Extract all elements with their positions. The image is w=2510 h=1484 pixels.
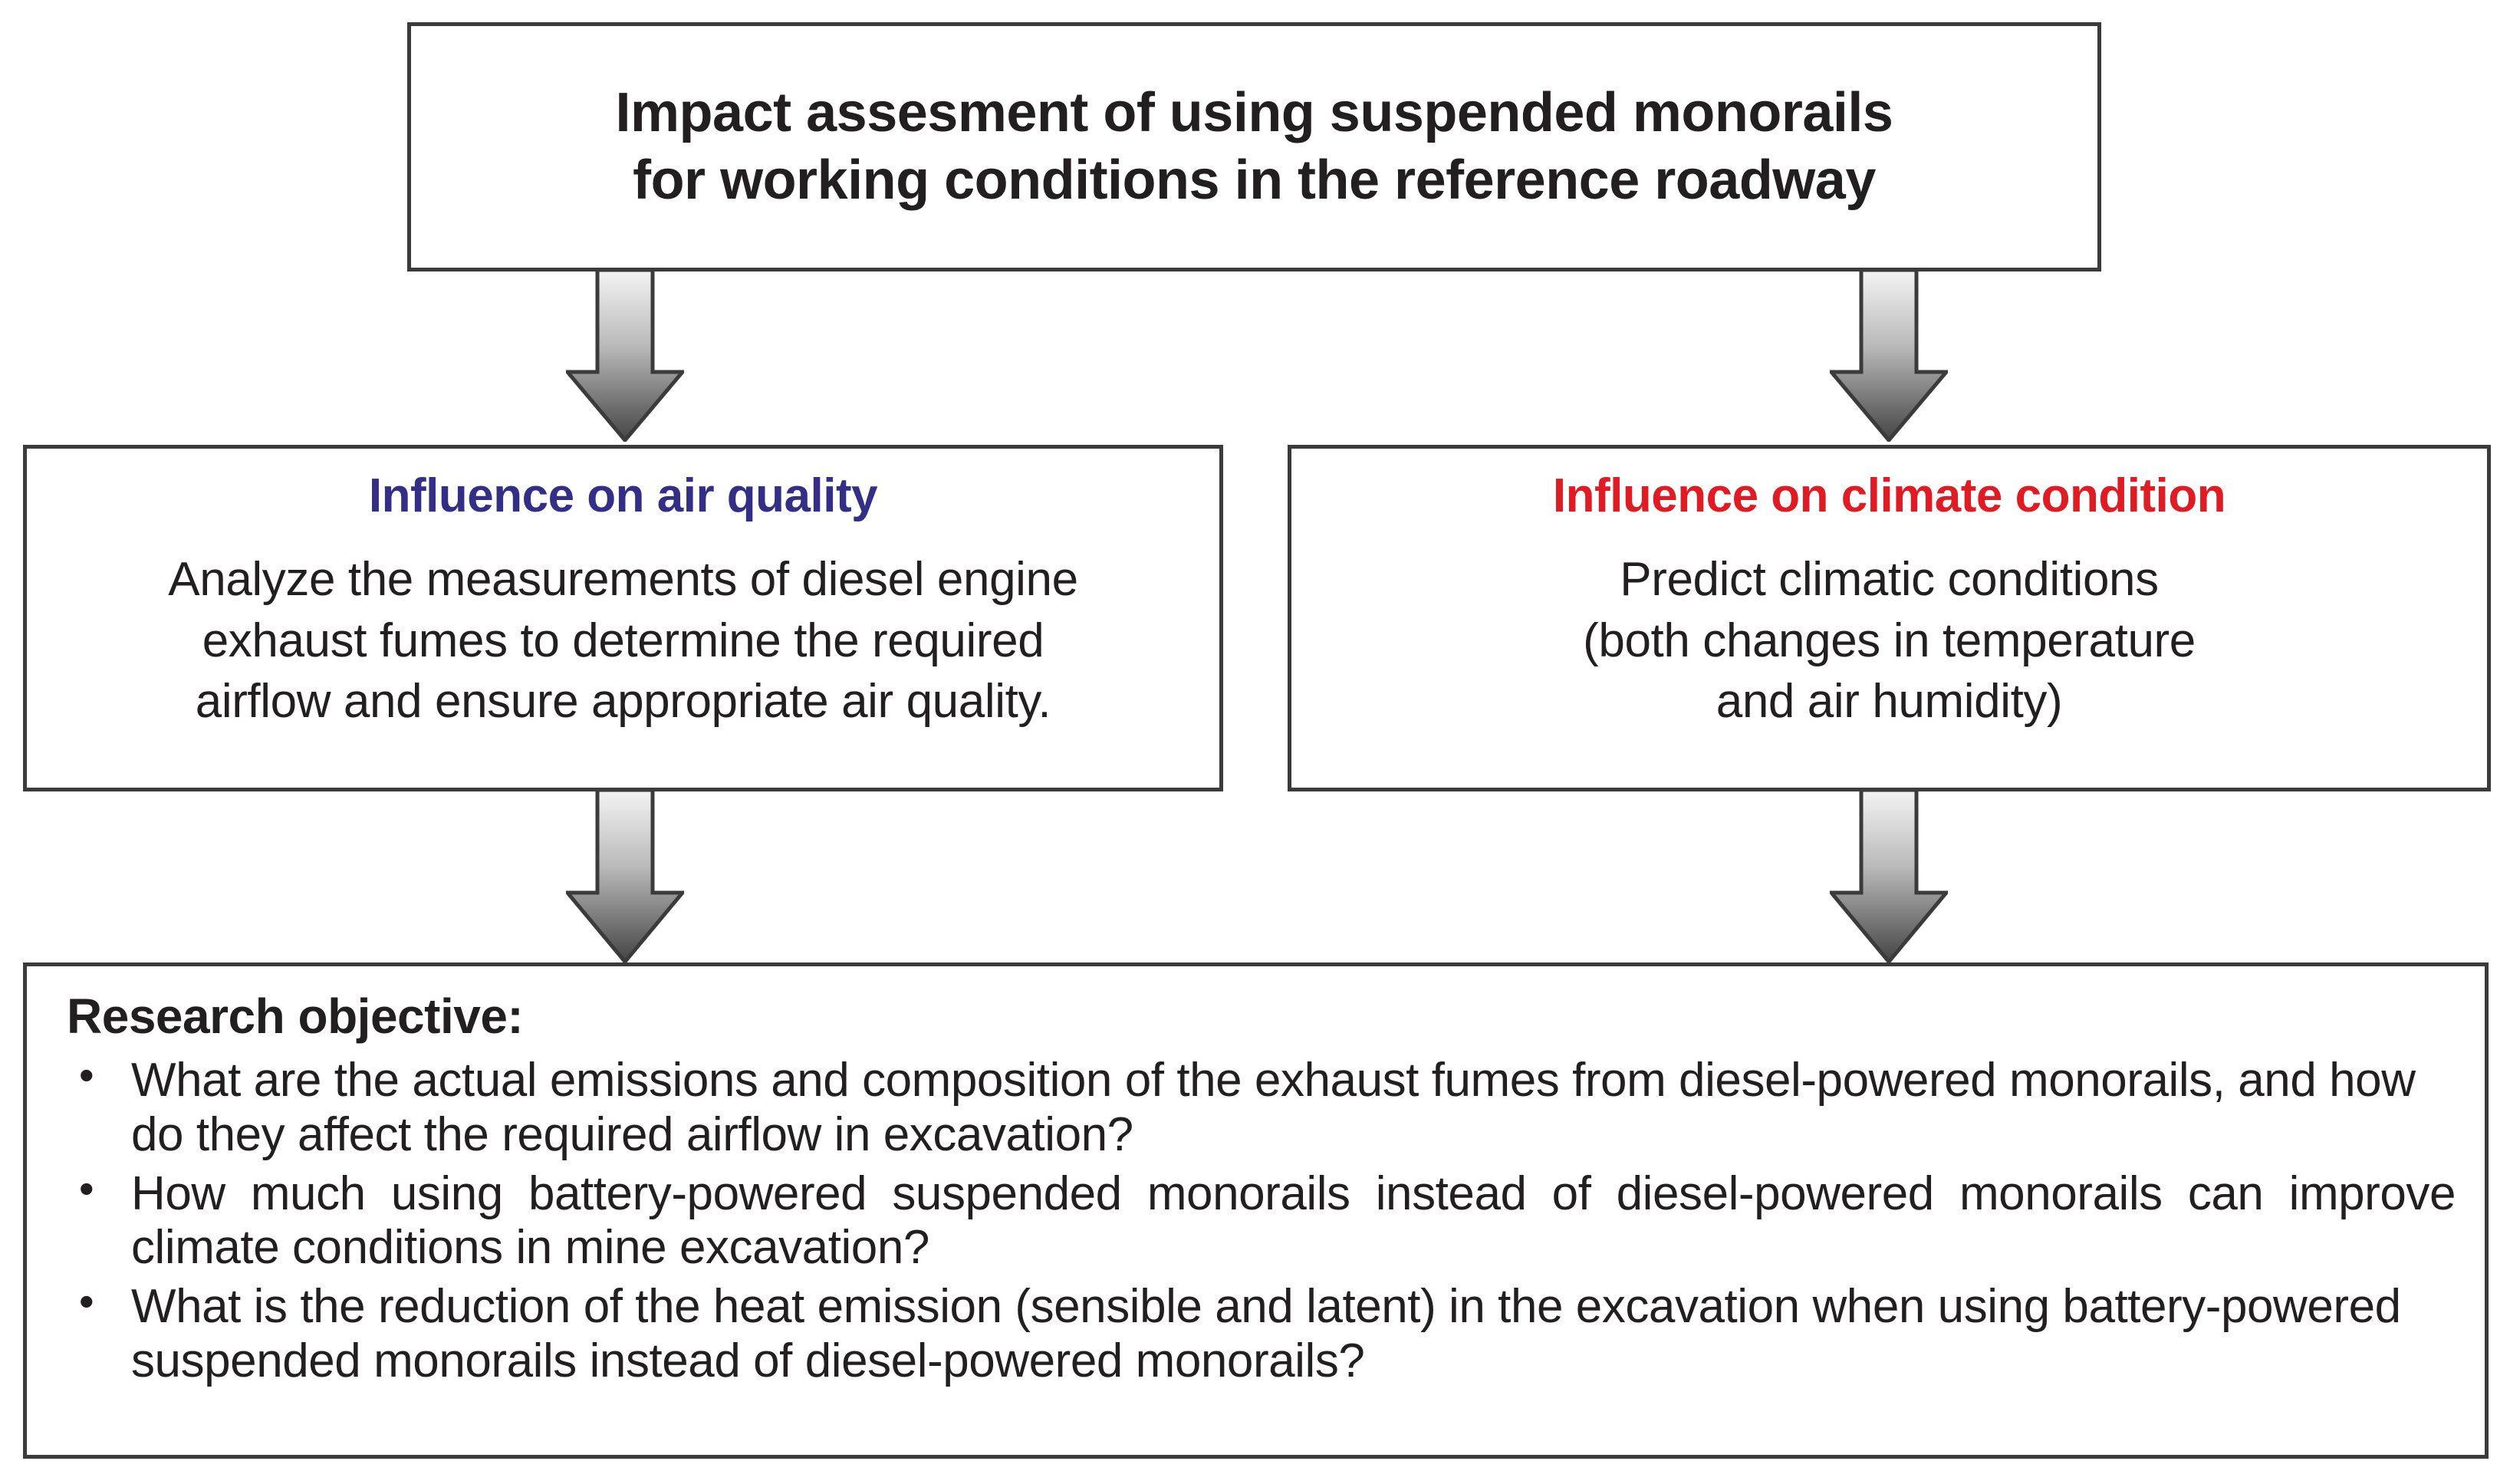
objective-bullet-list: What are the actual emissions and compos… [67,1051,2456,1388]
climate-condition-heading: Influence on climate condition [1552,469,2226,522]
climate-body-line-2: (both changes in temperature [1583,614,2196,667]
down-arrow-icon [566,790,684,963]
climate-body-line-3: and air humidity) [1716,675,2063,729]
arrow-title-to-air-quality [566,270,684,442]
air-quality-box: Influence on air quality Analyze the mea… [23,445,1223,791]
arrow-air-quality-to-objective [566,790,684,963]
research-objective-box: Research objective: What are the actual … [23,962,2489,1459]
title-line-1: Impact assesment of using suspended mono… [615,81,1893,143]
title-line-2: for working conditions in the reference … [633,149,1876,211]
list-item: What are the actual emissions and compos… [67,1051,2456,1162]
arrow-title-to-climate [1830,270,1948,442]
down-arrow-icon [566,270,684,442]
air-quality-body-line-1: Analyze the measurements of diesel engin… [168,553,1078,607]
air-quality-body-line-2: exhaust fumes to determine the required [202,614,1044,667]
list-item: What is the reduction of the heat emissi… [67,1277,2456,1388]
climate-condition-body: Predict climatic conditions (both change… [1583,549,2196,732]
down-arrow-icon [1830,270,1948,442]
list-item: How much using battery-powered suspended… [67,1164,2456,1275]
climate-body-line-1: Predict climatic conditions [1620,553,2159,607]
title-text: Impact assesment of using suspended mono… [616,80,1893,215]
climate-condition-box: Influence on climate condition Predict c… [1288,445,2491,791]
air-quality-body-line-3: airflow and ensure appropriate air quali… [195,675,1051,729]
research-objective-title: Research objective: [67,989,524,1044]
air-quality-heading: Influence on air quality [368,469,878,522]
air-quality-body: Analyze the measurements of diesel engin… [168,549,1078,732]
title-box: Impact assesment of using suspended mono… [407,22,2101,271]
down-arrow-icon [1830,790,1948,963]
arrow-climate-to-objective [1830,790,1948,963]
